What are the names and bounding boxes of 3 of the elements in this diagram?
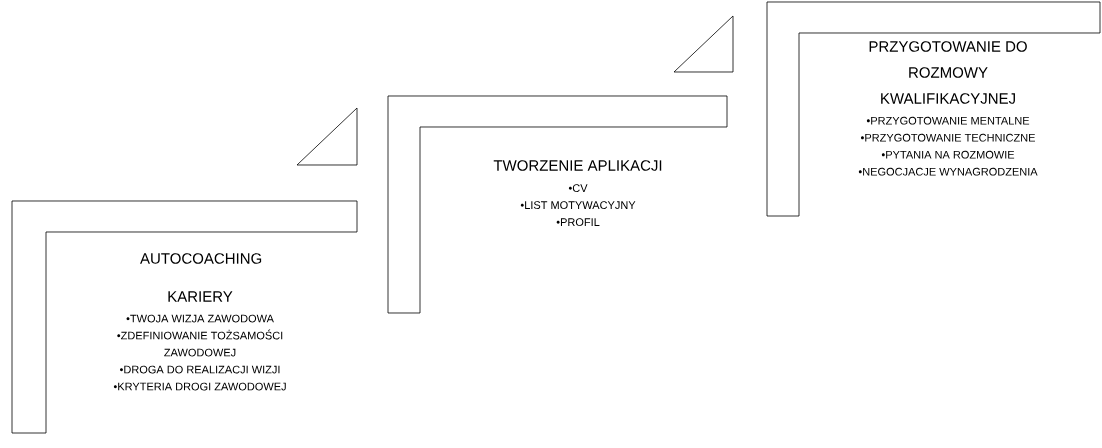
l-shaped-step: TWORZENIE APLIKACJI •CV •LIST MOTYWACYJNY •PROFIL: [387, 95, 728, 314]
l-shaped-step: PRZYGOTOWANIE DO ROZMOWY KWALIFIKACYJNEJ •PRZYGOTOWANIE MENTALNE •PRZYGOTOWANIE TECHNICZNE •PYTANIA NA ROZMOWIE •NEGOCJACJE WYNAGRODZENIA: [766, 1, 1101, 217]
l-shaped-step: AUTOCOACHING KARIERY •TWOJA WIZJA ZAWODOWA •ZDEFINIOWANIE TOŻSAMOŚCI ZAWODOWEJ •DROGA DO REALIZACJI WIZJI •KRYTERIA DROGI ZAWODOWEJ: [11, 200, 358, 434]
